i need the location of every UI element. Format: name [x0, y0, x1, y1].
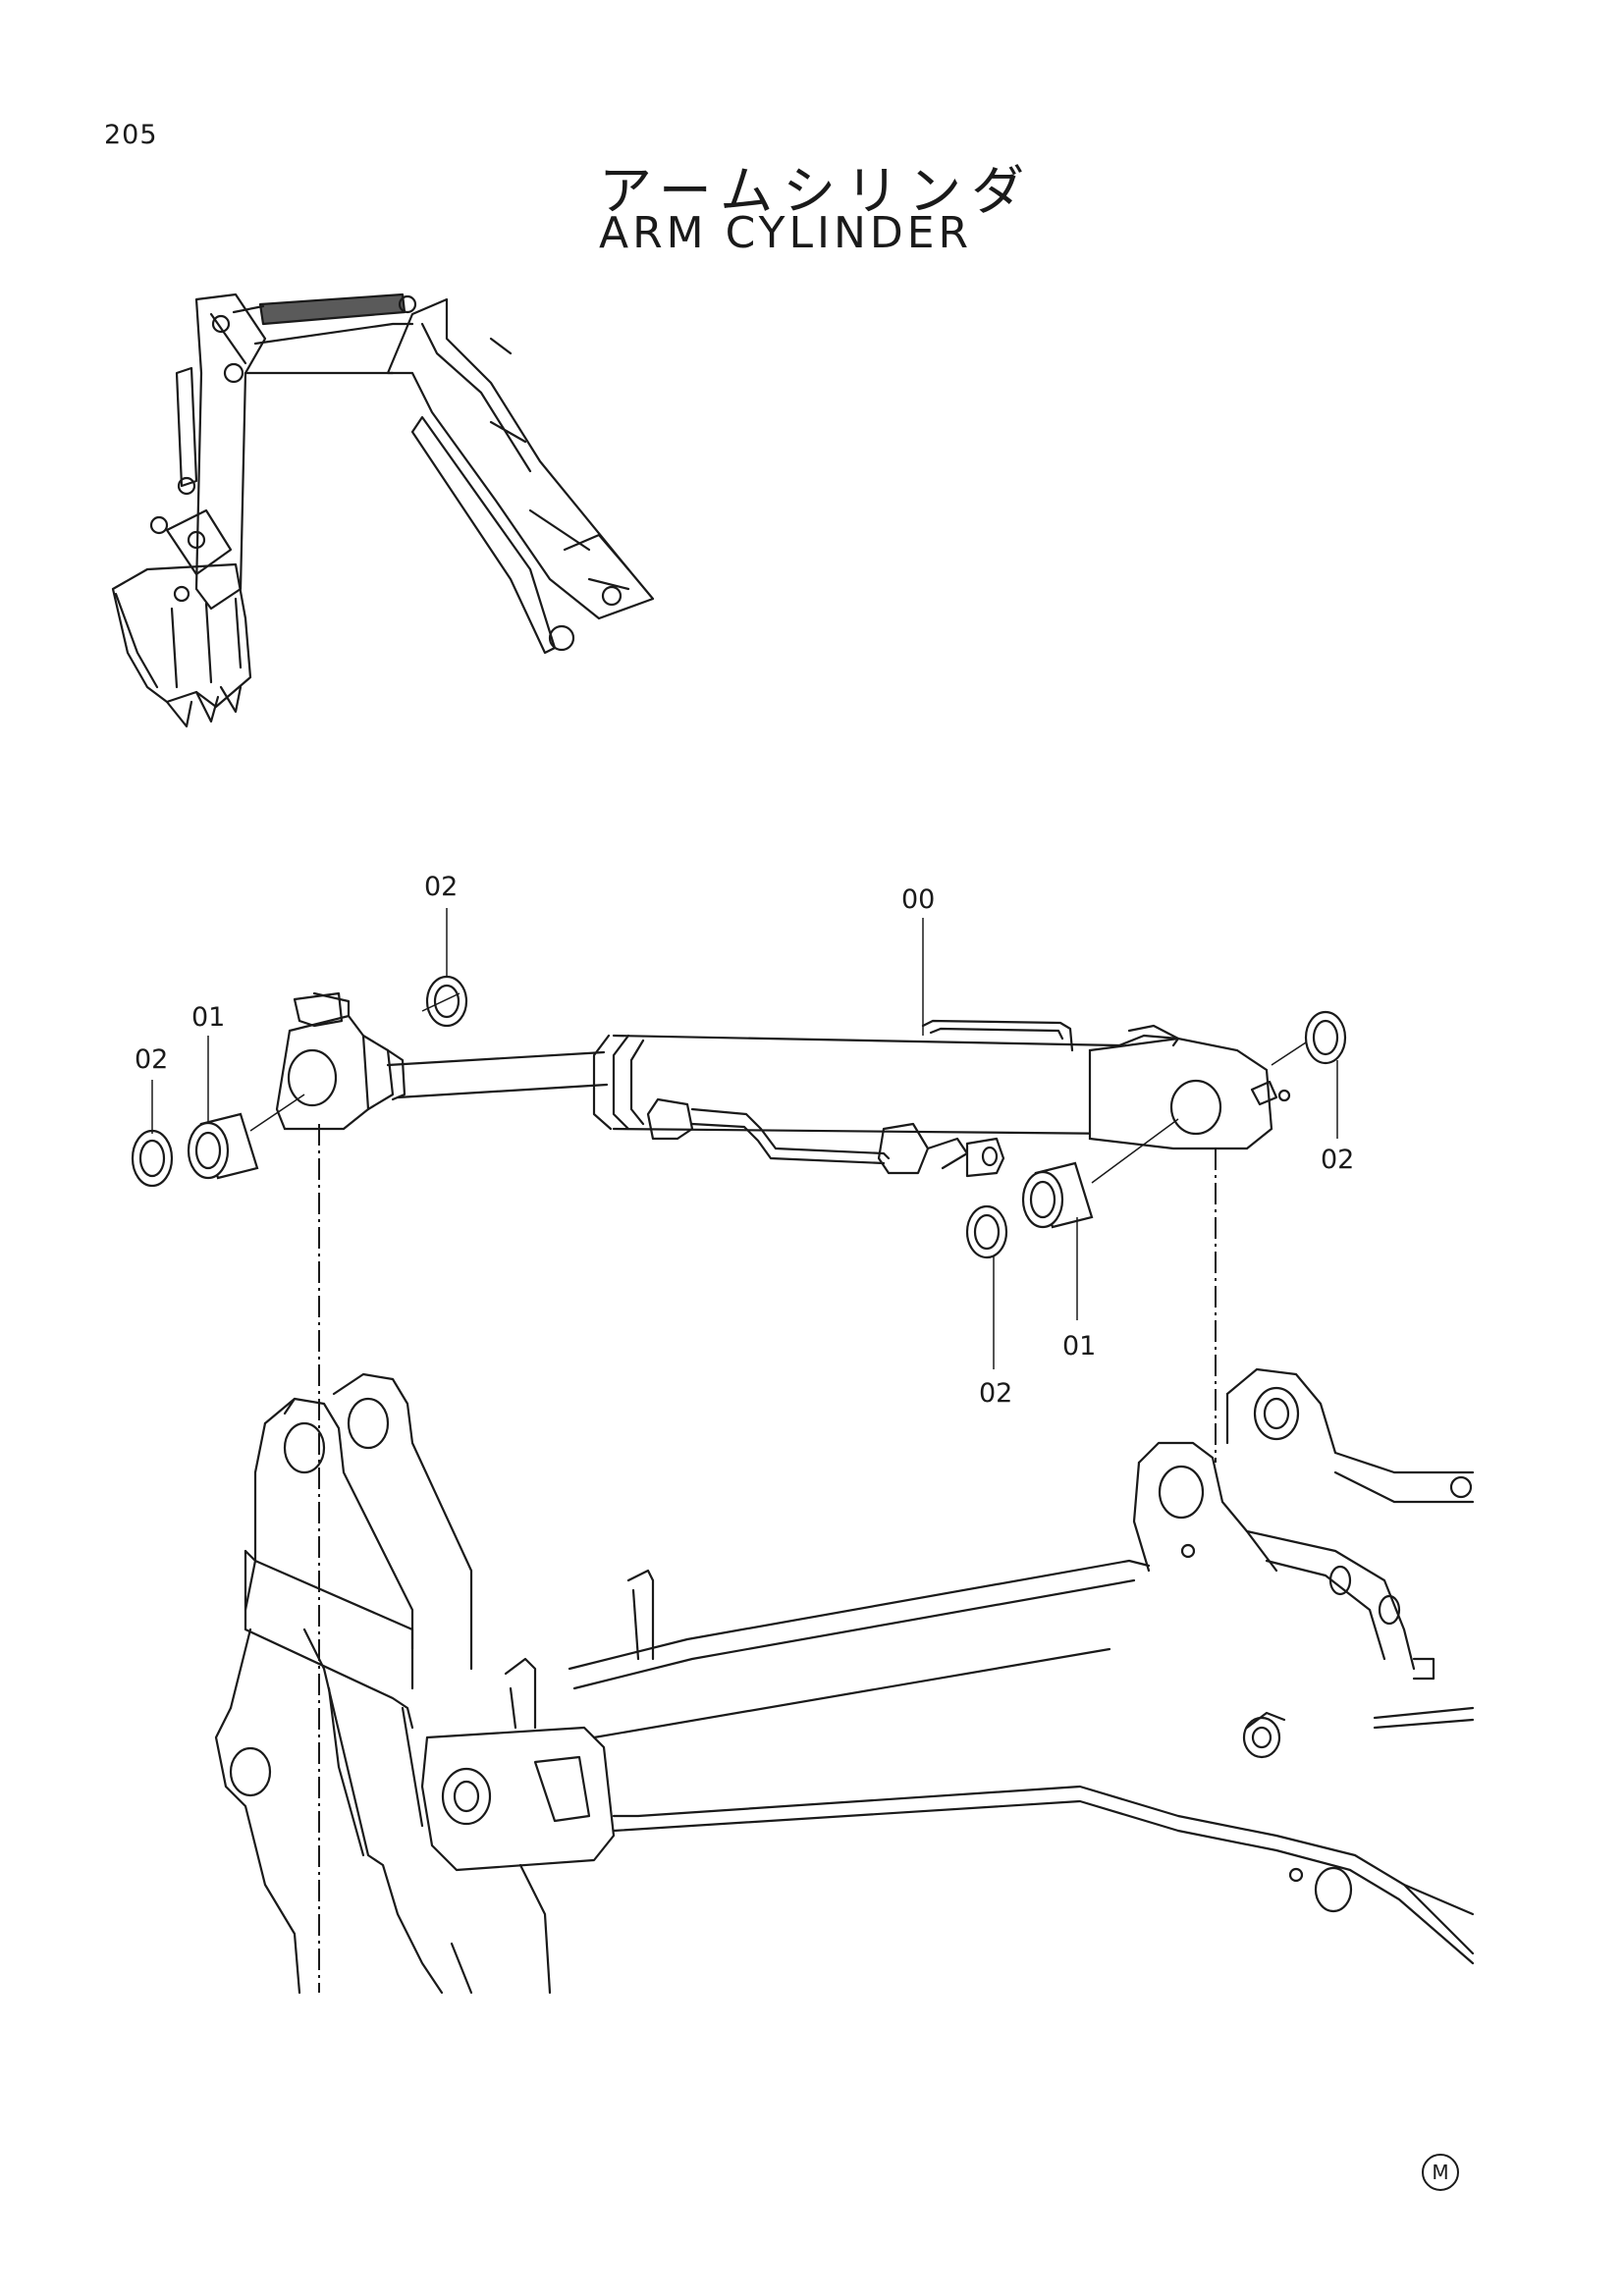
callout-seal-right-top: 02	[1321, 1145, 1354, 1175]
callout-seal-far-left: 02	[135, 1044, 168, 1075]
callout-seal-rod-top: 02	[424, 872, 458, 902]
page-title-english: ARM CYLINDER	[599, 208, 973, 258]
seal-rings	[131, 975, 1347, 1259]
page-number: 205	[104, 120, 158, 150]
page-title-japanese: アームシリンダ	[599, 160, 1035, 222]
pin-center-lines	[249, 992, 1307, 1993]
callout-leaders	[151, 908, 1338, 1369]
bushings	[187, 1112, 1094, 1229]
arm-cylinder-assembly	[275, 991, 1291, 1178]
callout-bushing-left: 01	[191, 1002, 225, 1033]
manufacturer-mark: M	[1422, 2154, 1459, 2191]
mounting-structure	[214, 1367, 1475, 1995]
callout-assembly: 00	[901, 884, 935, 915]
index-view-attachment	[111, 293, 655, 728]
callout-bushing-right: 01	[1062, 1331, 1096, 1362]
callout-seal-right-bottom: 02	[979, 1378, 1012, 1409]
